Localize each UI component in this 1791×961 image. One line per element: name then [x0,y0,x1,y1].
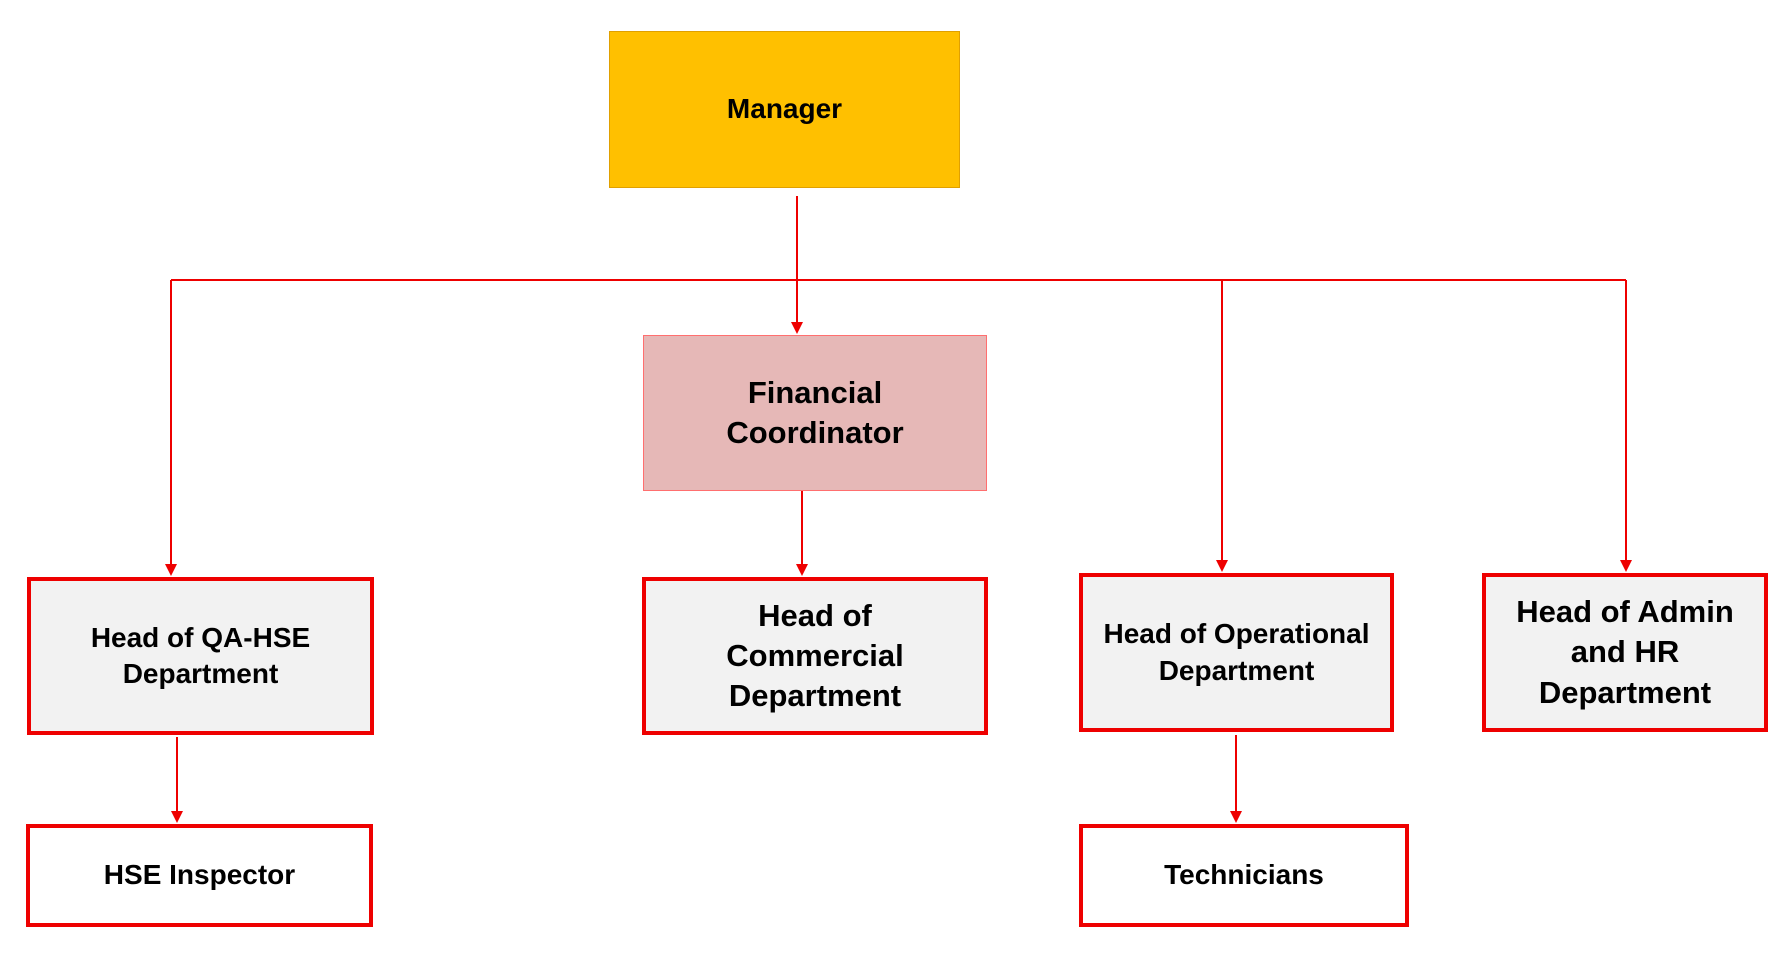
node-head-operational-label: Head of Operational Department [1103,618,1370,686]
node-manager-label: Manager [726,93,843,125]
node-technicians: Technicians [1079,824,1409,927]
node-financial-coordinator-label: Financial Coordinator [726,374,904,450]
node-head-qa-hse-label: Head of QA-HSE Department [90,621,311,689]
node-technicians-label: Technicians [1164,859,1324,891]
node-manager: Manager [609,31,960,188]
node-head-admin-hr-label: Head of Admin and HR Department [1516,594,1734,710]
node-hse-inspector-label: HSE Inspector [103,859,296,891]
node-head-operational: Head of Operational Department [1079,573,1394,732]
node-financial-coordinator: Financial Coordinator [643,335,987,491]
node-hse-inspector: HSE Inspector [26,824,373,927]
node-head-commercial: Head of Commercial Department [642,577,988,735]
node-head-qa-hse: Head of QA-HSE Department [27,577,374,735]
node-head-admin-hr: Head of Admin and HR Department [1482,573,1768,732]
node-head-commercial-label: Head of Commercial Department [726,597,904,714]
